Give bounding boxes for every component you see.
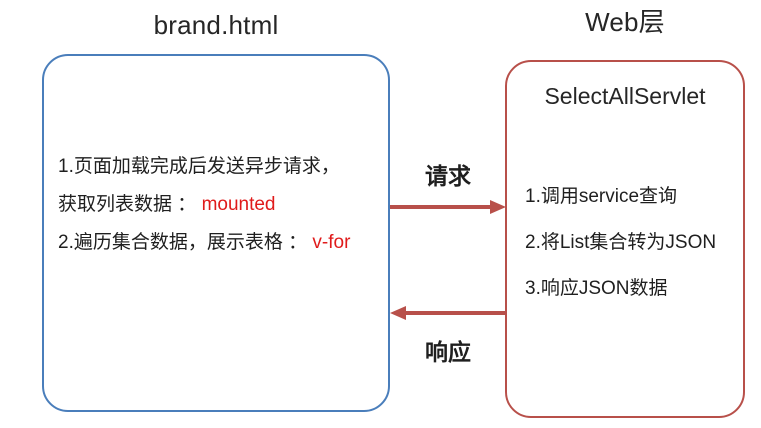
client-step-2-text: 2.遍历集合数据，展示表格 ：: [58, 232, 308, 253]
response-arrow-label: 响应: [425, 339, 471, 365]
client-keyword-vfor: v-for: [312, 232, 351, 253]
request-arrow-shaft: [390, 205, 494, 209]
client-step-2: 2.遍历集合数据，展示表格 ： v-for: [58, 224, 378, 262]
client-step-list: 1.页面加载完成后发送异步请求， 获取列表数据 ： mounted 2.遍历集合…: [58, 148, 378, 262]
server-step-3: 3.响应JSON数据: [525, 278, 668, 299]
server-step-2: 2.将List集合转为JSON: [525, 232, 717, 253]
server-box[interactable]: SelectAllServlet 1.调用service查询 2.将List集合…: [505, 60, 745, 418]
request-arrow-label: 请求: [425, 163, 471, 189]
server-box-heading: SelectAllServlet: [544, 83, 706, 109]
client-step-1-text: 获取列表数据 ：: [58, 194, 197, 215]
response-arrow-head: [390, 306, 406, 320]
response-arrow-shaft: [402, 311, 506, 315]
client-box[interactable]: 1.页面加载完成后发送异步请求， 获取列表数据 ： mounted 2.遍历集合…: [42, 54, 390, 412]
server-step-list: 1.调用service查询 2.将List集合转为JSON 3.响应JSON数据: [525, 174, 740, 312]
client-keyword-mounted: mounted: [201, 194, 276, 215]
client-step-1-line-2: 获取列表数据 ： mounted: [58, 186, 378, 224]
request-arrow-head: [490, 200, 506, 214]
client-step-1-line-1: 1.页面加载完成后发送异步请求，: [58, 156, 340, 177]
client-box-title: brand.html: [153, 10, 279, 40]
server-step-1: 1.调用service查询: [525, 186, 678, 207]
server-box-title: Web层: [585, 7, 665, 37]
